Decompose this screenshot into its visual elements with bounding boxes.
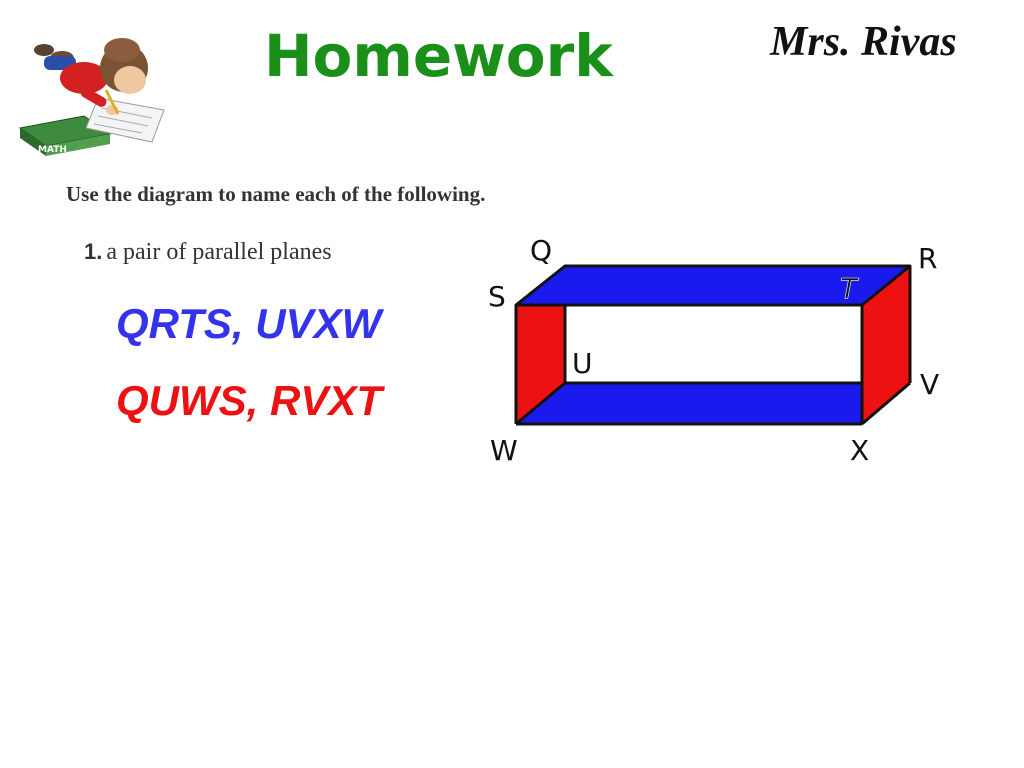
question-1: 1.a pair of parallel planes [84,239,332,266]
answer-vertical-planes: QUWS, RVXT [116,377,383,424]
face-qrts [516,266,910,305]
vertex-t: T [840,272,859,305]
inner-back-opening [565,305,862,383]
vertex-s: S [488,280,506,313]
student-homework-clipart: MATH [18,38,165,156]
instruction-text: Use the diagram to name each of the foll… [66,182,486,206]
answer-horizontal-planes: QRTS, UVXW [116,300,382,347]
vertex-x: X [850,434,869,467]
rectangular-prism-diagram: Q R S T U V W X [488,234,939,467]
vertex-q: Q [530,234,552,267]
vertex-r: R [918,242,937,275]
vertex-w: W [490,434,518,467]
vertex-u: U [572,347,593,380]
vertex-v: V [920,368,939,401]
teacher-name: Mrs. Rivas [770,19,957,65]
page-title: Homework [264,22,613,90]
clipart-book-label: MATH [38,145,67,155]
face-rvxt [862,266,910,424]
question-number: 1. [84,239,103,264]
question-text: a pair of parallel planes [106,239,332,265]
